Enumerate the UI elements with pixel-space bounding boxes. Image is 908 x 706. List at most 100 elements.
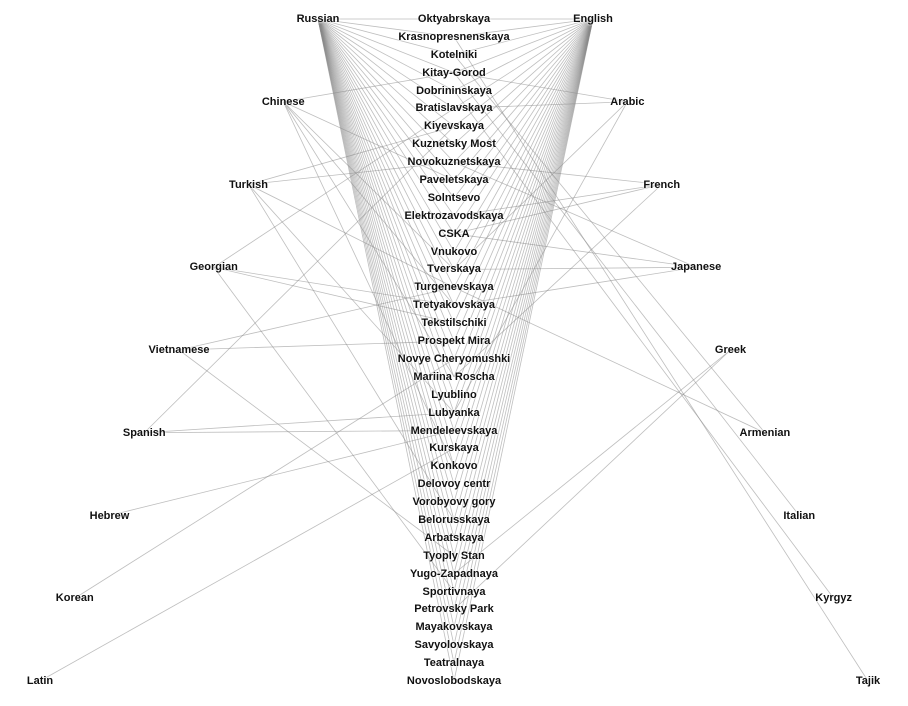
edge bbox=[453, 18, 594, 324]
station-node-label: Sportivnaya bbox=[422, 585, 486, 598]
language-node-label: Greek bbox=[714, 344, 747, 356]
edge bbox=[317, 18, 455, 395]
station-node-label: Arbatskaya bbox=[424, 531, 484, 544]
edge bbox=[453, 18, 594, 163]
edge bbox=[317, 18, 455, 163]
language-node-label: Turkish bbox=[229, 178, 268, 191]
edge bbox=[317, 18, 455, 449]
edge bbox=[317, 18, 455, 413]
edge bbox=[453, 18, 594, 521]
language-node-label: French bbox=[643, 178, 681, 191]
edge bbox=[317, 18, 455, 646]
station-node-label: Konkovo bbox=[430, 460, 478, 473]
edge bbox=[248, 184, 455, 521]
edge bbox=[453, 18, 594, 485]
edge bbox=[74, 358, 455, 599]
edge bbox=[248, 161, 455, 185]
edge bbox=[317, 18, 455, 682]
station-node-label: Kuznetsky Most bbox=[412, 138, 496, 151]
station-node-label: Mendeleevskaya bbox=[410, 424, 498, 437]
edge bbox=[453, 161, 697, 268]
edge bbox=[213, 108, 455, 268]
station-node-label: Yugo-Zapadnaya bbox=[409, 567, 499, 580]
station-node-label: Mayakovskaya bbox=[415, 621, 493, 634]
language-node-label: Italian bbox=[783, 509, 816, 522]
edge bbox=[453, 349, 731, 610]
station-node-label: Vorobyovy gory bbox=[412, 496, 496, 509]
edge bbox=[453, 18, 594, 38]
edge bbox=[213, 267, 455, 592]
station-node-label: Bratislavskaya bbox=[415, 102, 493, 115]
edge bbox=[453, 18, 594, 538]
edge bbox=[317, 18, 455, 324]
station-node-label: Kiyevskaya bbox=[424, 120, 484, 133]
edge bbox=[453, 18, 594, 646]
edge bbox=[453, 18, 594, 664]
edge bbox=[178, 286, 455, 351]
edge bbox=[317, 18, 455, 252]
language-node-label: English bbox=[573, 13, 613, 25]
edge bbox=[453, 18, 594, 199]
edge bbox=[317, 18, 455, 574]
edge bbox=[144, 430, 455, 434]
edge bbox=[453, 18, 594, 628]
edge bbox=[453, 18, 594, 252]
edge bbox=[453, 18, 594, 145]
edge bbox=[213, 266, 455, 324]
station-node-label: Krasnopresnenskaya bbox=[398, 30, 510, 43]
edge bbox=[453, 101, 628, 109]
edge bbox=[317, 18, 455, 485]
language-node-label: Hebrew bbox=[89, 509, 130, 522]
edge bbox=[453, 18, 594, 610]
language-node-label: Korean bbox=[55, 592, 94, 605]
station-node-label: Tyoply Stan bbox=[423, 549, 485, 562]
edge bbox=[317, 18, 455, 503]
edge bbox=[453, 101, 628, 413]
edge bbox=[317, 18, 455, 592]
edge bbox=[317, 18, 455, 342]
edge bbox=[248, 125, 455, 185]
language-node-label: Tajik bbox=[855, 675, 881, 687]
edge bbox=[317, 18, 455, 610]
edge bbox=[248, 184, 455, 288]
language-node-label: Chinese bbox=[261, 95, 305, 108]
edge bbox=[317, 18, 455, 360]
edge bbox=[143, 126, 455, 434]
edge bbox=[317, 18, 455, 270]
edge bbox=[317, 18, 455, 538]
edge bbox=[453, 18, 594, 342]
edge bbox=[453, 18, 594, 127]
station-node-label: Teatralnaya bbox=[423, 657, 485, 670]
edge bbox=[453, 90, 834, 599]
edge bbox=[453, 18, 594, 56]
edge bbox=[453, 18, 594, 270]
station-node-label: Tverskaya bbox=[427, 263, 481, 276]
language-node-label: Vietnamese bbox=[148, 344, 210, 356]
edge bbox=[317, 18, 455, 628]
edge bbox=[453, 36, 869, 682]
edge bbox=[453, 161, 662, 185]
edge bbox=[453, 18, 594, 181]
edge bbox=[282, 101, 455, 270]
edge bbox=[282, 101, 455, 467]
edge bbox=[317, 18, 455, 664]
station-node-label: Tretyakovskaya bbox=[413, 299, 495, 312]
edge bbox=[317, 18, 455, 181]
station-node-label: Lubyanka bbox=[428, 406, 480, 419]
edge bbox=[453, 184, 663, 378]
language-node-label: Latin bbox=[26, 675, 54, 687]
station-node-label: Belorusskaya bbox=[418, 513, 490, 526]
station-node-label: Solntsevo bbox=[427, 191, 481, 204]
station-node-label: Savyolovskaya bbox=[414, 639, 494, 652]
edge bbox=[453, 18, 594, 217]
edge bbox=[282, 101, 455, 306]
station-node-label: Kitay-Gorod bbox=[422, 66, 486, 79]
station-node-label: Kotelniki bbox=[430, 48, 478, 61]
station-node-label: Kurskaya bbox=[429, 442, 479, 455]
station-node-label: Novokuznetskaya bbox=[407, 156, 501, 169]
station-node-label: Lyublino bbox=[431, 388, 477, 401]
language-node-label: Georgian bbox=[189, 261, 238, 274]
edge bbox=[317, 18, 455, 467]
station-node-label: Dobrininskaya bbox=[416, 84, 492, 97]
edge bbox=[453, 18, 594, 91]
